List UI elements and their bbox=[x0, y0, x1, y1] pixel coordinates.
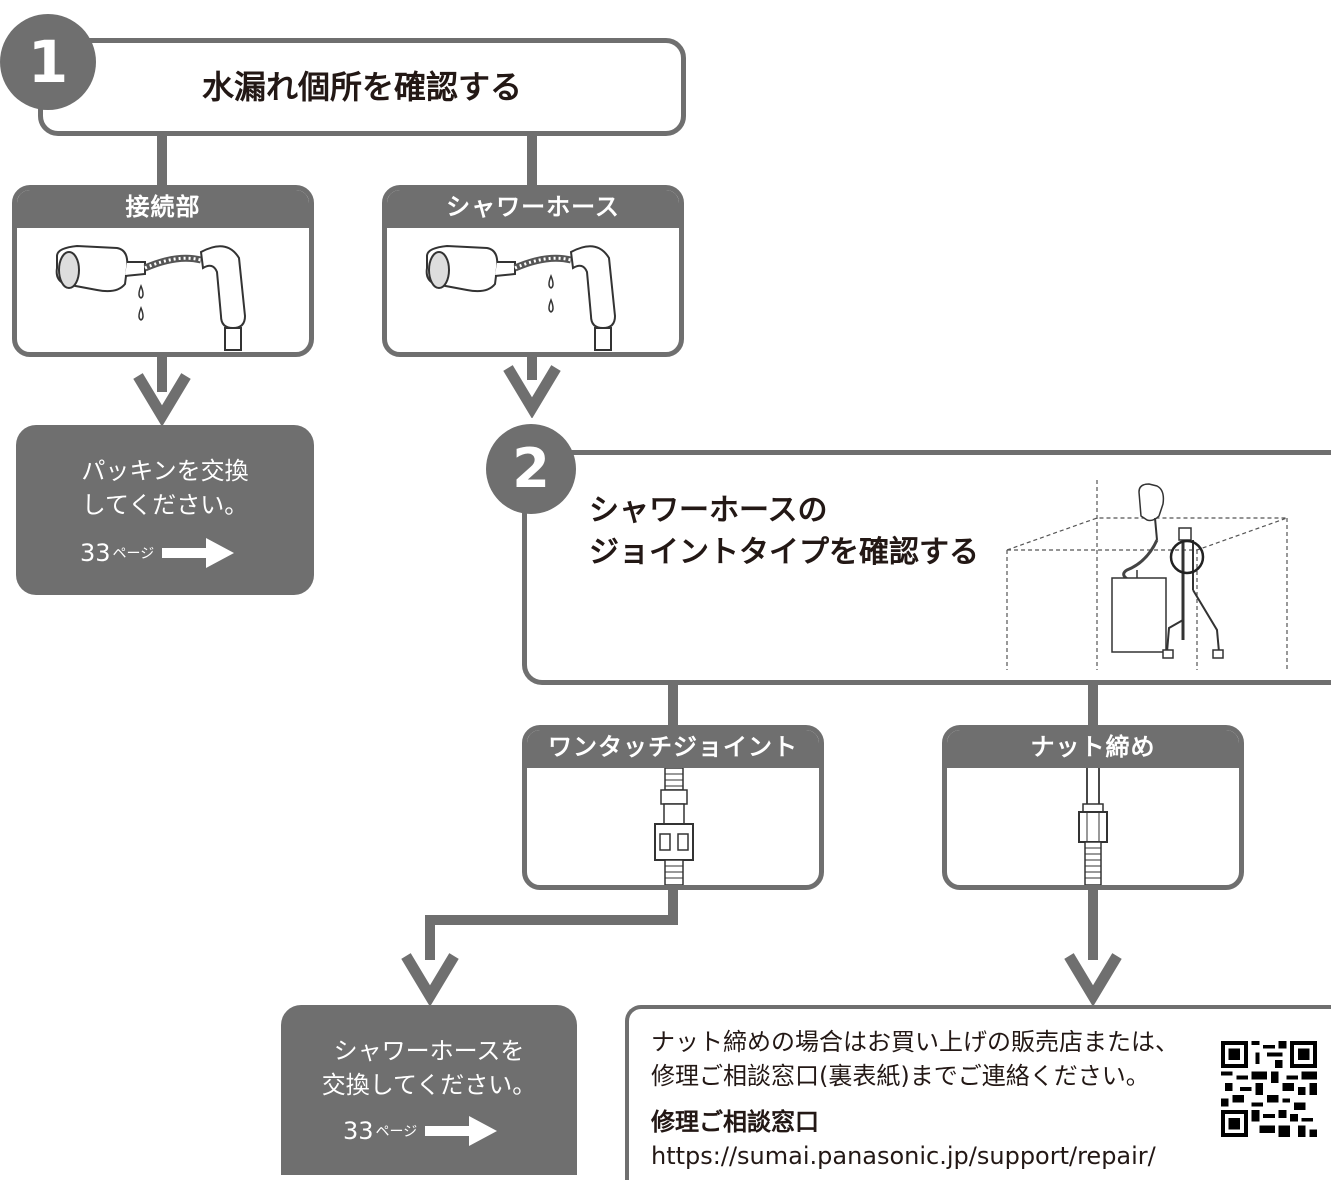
page-number: 33 bbox=[343, 1117, 374, 1145]
shower-leak-connection-illustration bbox=[17, 228, 309, 352]
connector-line bbox=[527, 352, 537, 380]
contact-info-box: ナット締めの場合はお買い上げの販売店または、 修理ご相談窓口(裏表紙)までご連絡… bbox=[625, 1005, 1331, 1180]
down-arrow-icon bbox=[132, 370, 192, 426]
connector-line bbox=[1088, 680, 1098, 730]
connector-line bbox=[527, 133, 537, 191]
right-arrow-icon bbox=[425, 1116, 498, 1146]
replace-packing-action: パッキンを交換 してください。 33 ページ bbox=[16, 425, 314, 595]
support-url-link[interactable]: https://sumai.panasonic.jp/support/repai… bbox=[651, 1142, 1156, 1170]
step1-number: 1 bbox=[0, 14, 96, 110]
right-arrow-icon bbox=[162, 538, 235, 568]
qr-code-icon[interactable] bbox=[1221, 1041, 1317, 1137]
connection-card: 接続部 bbox=[12, 185, 314, 357]
connector-line bbox=[668, 885, 678, 925]
step1-title: 水漏れ個所を確認する bbox=[201, 68, 522, 106]
page-reference[interactable]: 33 ページ bbox=[343, 1113, 498, 1149]
card-label: ワンタッチジョイント bbox=[527, 730, 819, 768]
shower-hose-card: シャワーホース bbox=[382, 185, 684, 357]
connector-line bbox=[157, 133, 167, 191]
step2-title-line2: ジョイントタイプを確認する bbox=[589, 535, 979, 570]
page-suffix: ページ bbox=[112, 546, 155, 562]
action-line1: パッキンを交換 bbox=[81, 457, 249, 485]
step2-number: 2 bbox=[486, 424, 576, 514]
one-touch-joint-card: ワンタッチジョイント bbox=[522, 725, 824, 890]
page-suffix: ページ bbox=[375, 1124, 418, 1140]
down-arrow-icon bbox=[502, 362, 562, 418]
shower-leak-hose-illustration bbox=[387, 228, 679, 352]
connector-line bbox=[157, 352, 167, 392]
down-arrow-icon bbox=[1063, 950, 1123, 1006]
connector-line bbox=[425, 915, 435, 960]
contact-line2: 修理ご相談窓口(裏表紙)までご連絡ください。 bbox=[651, 1062, 1150, 1090]
connector-line bbox=[668, 680, 678, 730]
contact-heading: 修理ご相談窓口 bbox=[651, 1108, 819, 1136]
step1-box: 水漏れ個所を確認する bbox=[38, 38, 686, 136]
contact-line1: ナット締めの場合はお買い上げの販売店または、 bbox=[651, 1028, 1179, 1056]
action-line2: 交換してください。 bbox=[321, 1071, 537, 1099]
connector-line bbox=[1088, 885, 1098, 960]
step2-box: シャワーホースの ジョイントタイプを確認する bbox=[522, 450, 1331, 685]
nut-joint-illustration bbox=[947, 768, 1239, 885]
one-touch-joint-illustration bbox=[527, 768, 819, 885]
nut-tightening-card: ナット締め bbox=[942, 725, 1244, 890]
card-label: シャワーホース bbox=[387, 190, 679, 228]
step2-title-line1: シャワーホースの bbox=[589, 493, 828, 528]
sink-cabinet-illustration bbox=[1006, 480, 1288, 670]
action-line2: してください。 bbox=[81, 491, 249, 519]
card-label: 接続部 bbox=[17, 190, 309, 228]
action-line1: シャワーホースを bbox=[333, 1037, 525, 1065]
replace-hose-action: シャワーホースを 交換してください。 33 ページ bbox=[281, 1005, 577, 1175]
card-label: ナット締め bbox=[947, 730, 1239, 768]
page-reference[interactable]: 33 ページ bbox=[80, 535, 235, 571]
page-number: 33 bbox=[80, 539, 111, 567]
connector-line bbox=[425, 915, 678, 925]
down-arrow-icon bbox=[400, 950, 460, 1006]
